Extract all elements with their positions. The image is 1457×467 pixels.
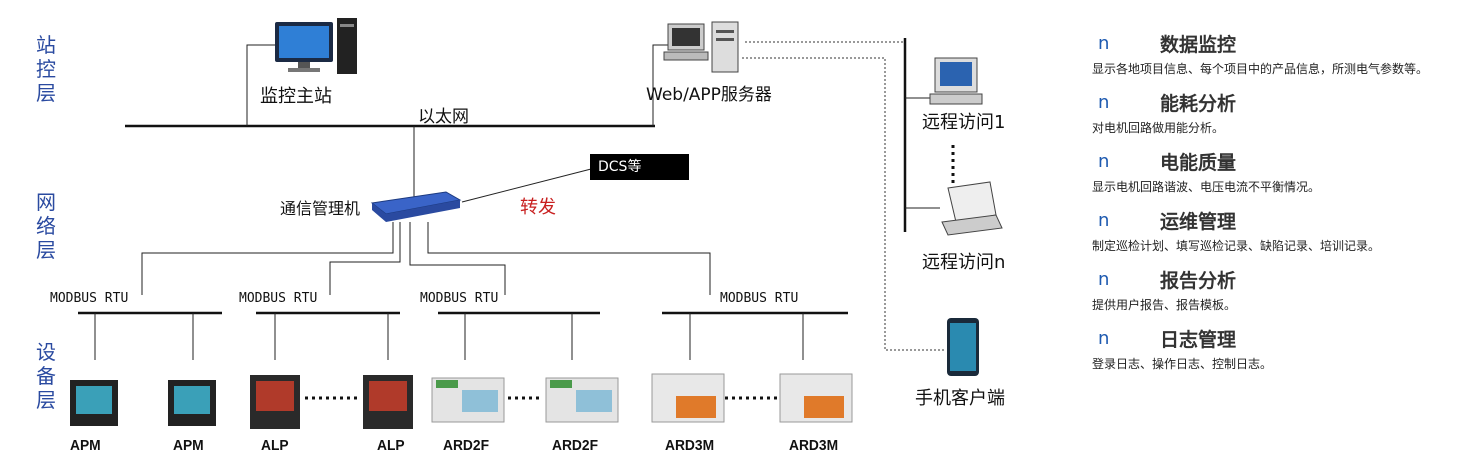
feature-title: 运维管理 bbox=[1160, 210, 1237, 233]
device-label: ARD3M bbox=[789, 437, 839, 454]
comm-manager-icon bbox=[370, 191, 462, 222]
remote-access-1-label: 远程访问1 bbox=[922, 112, 1006, 133]
topology-lines bbox=[70, 18, 1003, 429]
apm-device-icon bbox=[168, 380, 216, 426]
network-layer-label: 网络层 bbox=[36, 190, 56, 262]
monitor-host-label: 监控主站 bbox=[260, 86, 332, 107]
alp-device-icon bbox=[250, 375, 300, 429]
device-label: APM bbox=[173, 437, 204, 454]
feature-title: 日志管理 bbox=[1160, 328, 1237, 351]
bus-label: MODBUS RTU bbox=[720, 291, 799, 306]
apm-device-icon bbox=[70, 380, 118, 426]
bus-label: MODBUS RTU bbox=[420, 291, 499, 306]
feature-item: n 日志管理 登录日志、操作日志、控制日志。 bbox=[1090, 323, 1457, 382]
dcs-box: DCS等 bbox=[590, 154, 689, 180]
monitor-host-icon bbox=[275, 18, 357, 74]
bullet-icon: n bbox=[1098, 150, 1110, 172]
feature-desc: 显示各地项目信息、每个项目中的产品信息，所测电气参数等。 bbox=[1092, 62, 1429, 76]
feature-desc: 制定巡检计划、填写巡检记录、缺陷记录、培训记录。 bbox=[1092, 239, 1381, 253]
device-label: ALP bbox=[261, 437, 289, 454]
server-link bbox=[652, 44, 670, 126]
feature-item: n 报告分析 提供用户报告、报告模板。 bbox=[1090, 264, 1457, 323]
bus-label: MODBUS RTU bbox=[239, 291, 318, 306]
feature-item: n 数据监控 显示各地项目信息、每个项目中的产品信息，所测电气参数等。 bbox=[1090, 28, 1457, 87]
comm-manager-label: 通信管理机 bbox=[280, 199, 361, 218]
forward-label: 转发 bbox=[520, 197, 556, 218]
feature-title: 数据监控 bbox=[1160, 33, 1237, 56]
remote-laptop-icon bbox=[941, 181, 1003, 236]
bullet-icon: n bbox=[1098, 268, 1110, 290]
device-layer-label: 设备层 bbox=[36, 340, 56, 412]
ethernet-label: 以太网 bbox=[418, 107, 469, 127]
ard2f-device-icon bbox=[545, 377, 619, 423]
web-server-label: Web/APP服务器 bbox=[646, 85, 772, 105]
server-icon bbox=[663, 21, 739, 73]
feature-title: 能耗分析 bbox=[1160, 92, 1237, 115]
ard3m-device-icon bbox=[651, 373, 725, 423]
feature-panel: n 数据监控 显示各地项目信息、每个项目中的产品信息，所测电气参数等。 n 能耗分析… bbox=[1090, 28, 1457, 382]
alp-device-icon bbox=[363, 375, 413, 429]
device-label: ARD2F bbox=[552, 437, 599, 454]
bullet-icon: n bbox=[1098, 209, 1110, 231]
bus-label: MODBUS RTU bbox=[50, 291, 129, 306]
bullet-icon: n bbox=[1098, 327, 1110, 349]
device-label: ALP bbox=[377, 437, 405, 454]
remote-access-n-label: 远程访问n bbox=[922, 252, 1006, 273]
feature-item: n 运维管理 制定巡检计划、填写巡检记录、缺陷记录、培训记录。 bbox=[1090, 205, 1457, 264]
station-layer-label: 站控层 bbox=[36, 33, 56, 105]
host-link bbox=[246, 44, 275, 126]
feature-item: n 电能质量 显示电机回路谐波、电压电流不平衡情况。 bbox=[1090, 146, 1457, 205]
bullet-icon: n bbox=[1098, 91, 1110, 113]
ard3m-device-icon bbox=[779, 373, 853, 423]
feature-desc: 登录日志、操作日志、控制日志。 bbox=[1092, 357, 1273, 371]
remote-desktop-icon bbox=[929, 57, 983, 105]
feature-desc: 对电机回路做用能分析。 bbox=[1092, 121, 1225, 135]
mobile-link bbox=[742, 57, 945, 351]
feature-desc: 提供用户报告、报告模板。 bbox=[1092, 298, 1237, 312]
feature-title: 电能质量 bbox=[1160, 151, 1237, 174]
bullet-icon: n bbox=[1098, 32, 1110, 54]
device-label: ARD2F bbox=[443, 437, 490, 454]
ard2f-device-icon bbox=[431, 377, 505, 423]
mobile-client-label: 手机客户端 bbox=[915, 388, 1005, 409]
feature-desc: 显示电机回路谐波、电压电流不平衡情况。 bbox=[1092, 180, 1321, 194]
device-label: ARD3M bbox=[665, 437, 715, 454]
dcs-link bbox=[461, 167, 596, 203]
feature-item: n 能耗分析 对电机回路做用能分析。 bbox=[1090, 87, 1457, 146]
mobile-phone-icon bbox=[947, 318, 979, 376]
feature-title: 报告分析 bbox=[1160, 269, 1237, 292]
device-label: APM bbox=[70, 437, 101, 454]
